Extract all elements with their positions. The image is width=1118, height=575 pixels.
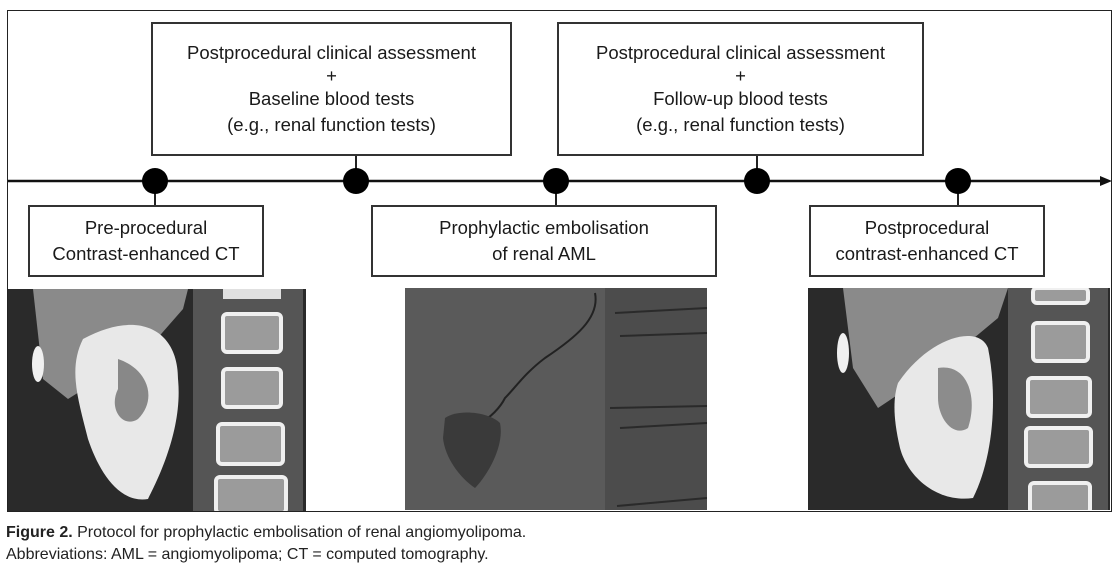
box-line: (e.g., renal function tests): [636, 114, 845, 135]
postprocedural-ct-image: [808, 288, 1110, 510]
pre-procedural-ct-box: Pre-procedural Contrast-enhanced CT: [28, 205, 264, 277]
baseline-assessment-box: Postprocedural clinical assessment + Bas…: [151, 22, 512, 156]
figure-caption: Figure 2. Protocol for prophylactic embo…: [6, 522, 526, 566]
timeline-node-pre-ct: [142, 168, 168, 194]
pre-procedural-ct-image: [8, 289, 306, 511]
timeline-node-post-ct: [945, 168, 971, 194]
box-line: of renal AML: [492, 243, 596, 264]
box-line: Follow-up blood tests: [653, 88, 828, 109]
box-line: +: [735, 65, 746, 86]
box-line: Postprocedural clinical assessment: [596, 42, 885, 63]
box-line: (e.g., renal function tests): [227, 114, 436, 135]
embolisation-box: Prophylactic embolisation of renal AML: [371, 205, 717, 277]
box-line: contrast-enhanced CT: [835, 243, 1019, 264]
timeline-node-embolisation: [543, 168, 569, 194]
timeline-node-followup: [744, 168, 770, 194]
box-line: Prophylactic embolisation: [439, 217, 649, 238]
followup-assessment-box: Postprocedural clinical assessment + Fol…: [557, 22, 924, 156]
timeline-node-baseline: [343, 168, 369, 194]
box-line: +: [326, 65, 337, 86]
box-line: Baseline blood tests: [248, 88, 415, 109]
abbreviations: Abbreviations: AML = angiomyolipoma; CT …: [6, 546, 489, 563]
figure-label: Figure 2.: [6, 524, 73, 541]
angiography-image: [405, 288, 707, 510]
box-line: Contrast-enhanced CT: [52, 243, 240, 264]
timeline: [8, 155, 1112, 207]
box-line: Postprocedural: [864, 217, 990, 238]
box-line: Postprocedural clinical assessment: [187, 42, 476, 63]
box-line: Pre-procedural: [84, 217, 208, 238]
caption-title-line: Figure 2. Protocol for prophylactic embo…: [6, 522, 526, 544]
figure-title: Protocol for prophylactic embolisation o…: [72, 524, 527, 541]
timeline-arrowhead: [1100, 176, 1112, 186]
postprocedural-ct-box: Postprocedural contrast-enhanced CT: [809, 205, 1045, 277]
